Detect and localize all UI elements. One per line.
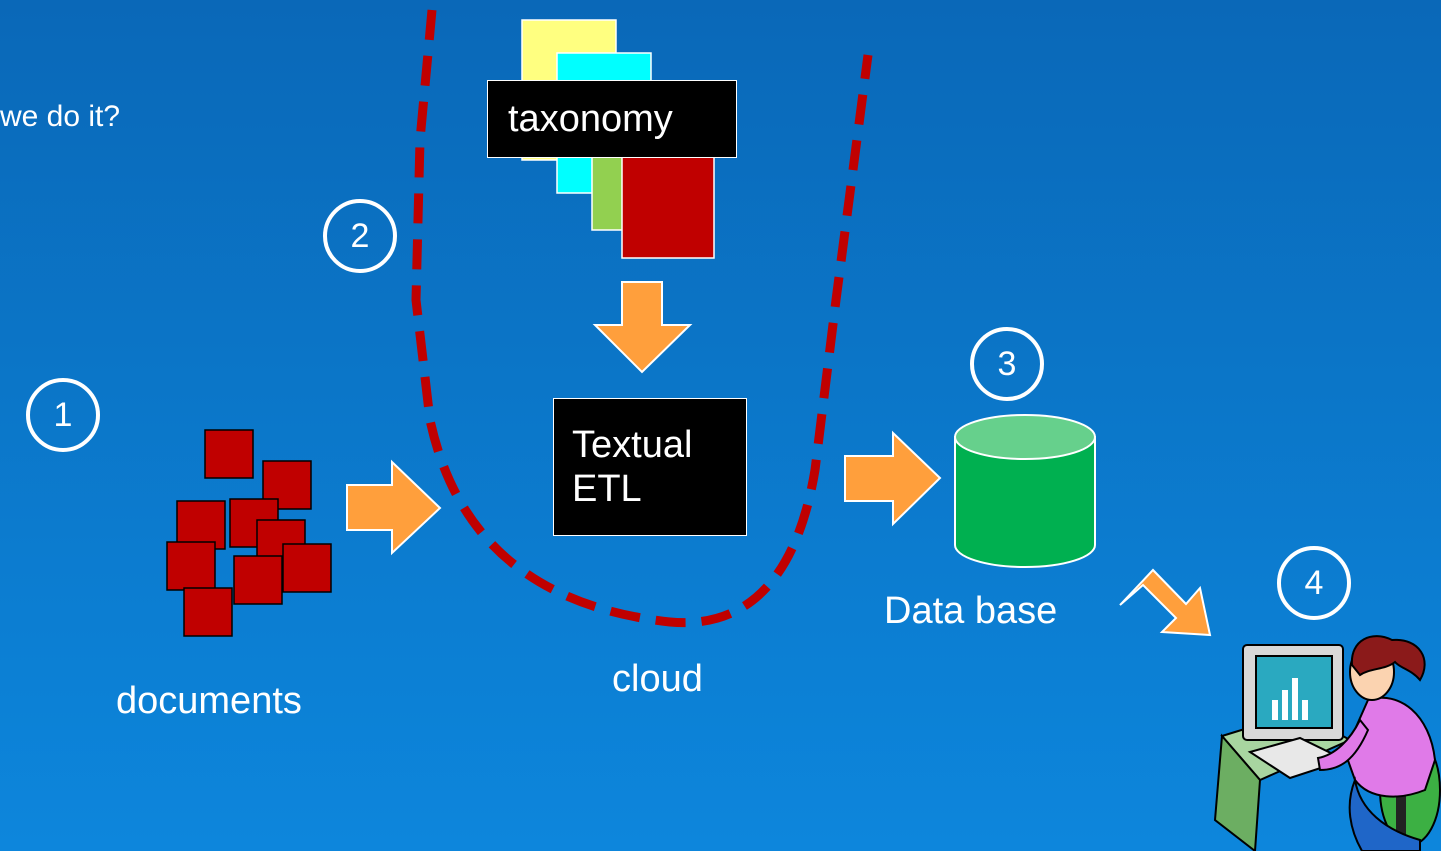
arrow-taxonomy-to-etl xyxy=(592,281,693,374)
cloud-boundary xyxy=(411,9,873,628)
step-1-badge: 1 xyxy=(26,378,100,452)
taxonomy-label-box: taxonomy xyxy=(487,80,737,158)
arrow-documents-to-cloud xyxy=(346,459,442,556)
etl-label-line1: Textual xyxy=(572,424,693,466)
arrow-database-to-user xyxy=(1119,568,1212,637)
taxonomy-label: taxonomy xyxy=(508,98,673,140)
arrow-etl-to-database xyxy=(844,430,942,527)
slide-question: we do it? xyxy=(0,100,121,133)
step-3-badge: 3 xyxy=(970,327,1044,401)
cloud-label: cloud xyxy=(612,658,703,700)
etl-label-line2: ETL xyxy=(572,468,642,510)
database-label: Data base xyxy=(884,590,1058,632)
textual-etl-box: Textual ETL xyxy=(553,398,747,536)
database-cylinder xyxy=(954,414,1096,568)
user-at-computer-icon xyxy=(1213,635,1441,851)
step-2-badge: 2 xyxy=(323,199,397,273)
step-4-badge: 4 xyxy=(1277,546,1351,620)
documents-cluster xyxy=(166,429,332,637)
documents-label: documents xyxy=(116,680,302,722)
